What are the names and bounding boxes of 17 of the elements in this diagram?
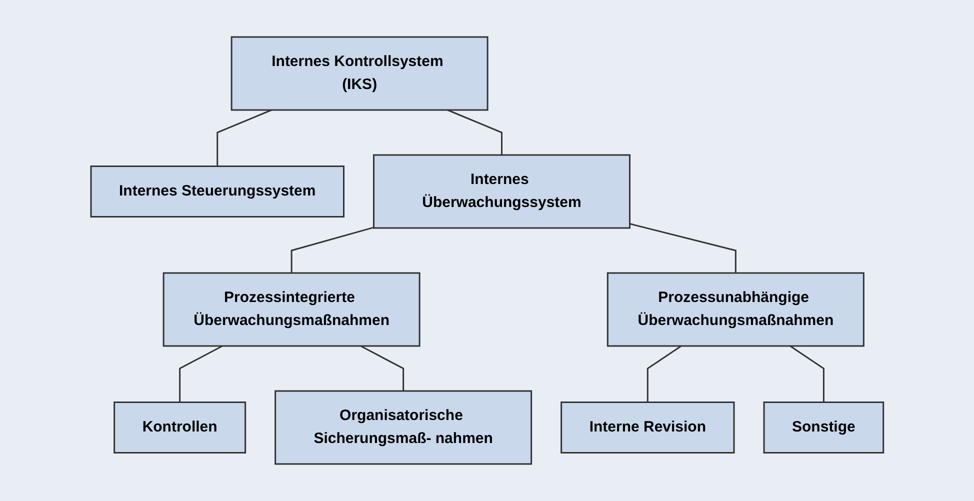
connector — [790, 345, 824, 402]
node-box: Kontrollen — [113, 402, 246, 454]
connector — [178, 345, 223, 402]
node-box: Internes Überwachungssystem — [372, 154, 630, 229]
connector — [360, 345, 404, 391]
connector — [447, 109, 502, 155]
node-box: Prozessintegrierte Überwachungsmaßnahmen — [162, 272, 420, 347]
connector — [290, 226, 374, 273]
node-box: Sonstige — [763, 402, 884, 454]
node-box: Interne Revision — [560, 402, 735, 454]
connector — [646, 345, 682, 402]
node-box: Internes Kontrollsystem (IKS) — [230, 36, 488, 111]
connector — [216, 109, 272, 166]
node-box: Internes Steuerungssystem — [90, 166, 344, 218]
node-box: Organisatorische Sicherungsmaß- nahmen — [274, 390, 532, 465]
node-box: Prozessunabhängige Überwachungsmaßnahmen — [606, 272, 864, 347]
connector — [629, 223, 736, 273]
